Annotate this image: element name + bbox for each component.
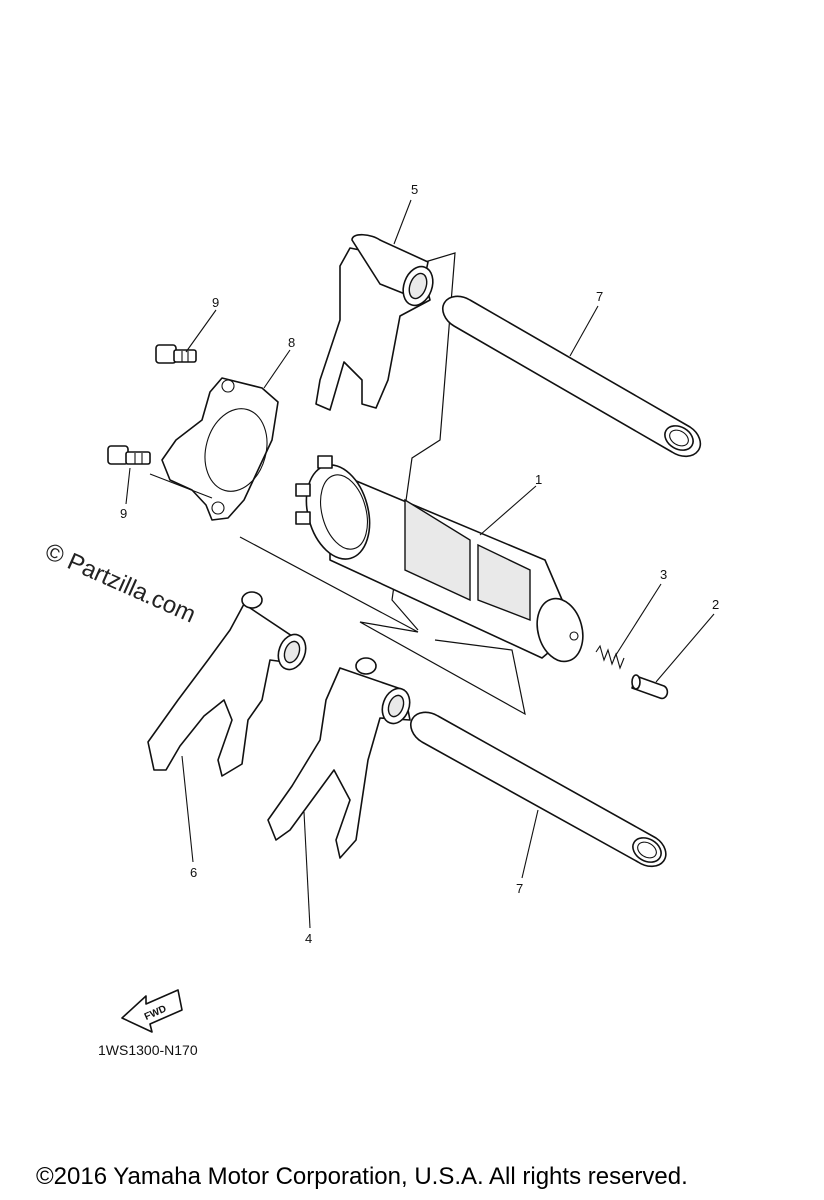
leader-9a xyxy=(185,309,217,353)
callout-8: 8 xyxy=(288,335,295,350)
diagram-reference-code: 1WS1300-N170 xyxy=(98,1042,198,1058)
assembly-outline-upper xyxy=(391,252,456,631)
spring-3[interactable] xyxy=(595,644,625,670)
callout-7a: 7 xyxy=(596,289,603,304)
callout-6: 6 xyxy=(190,865,197,880)
callout-4: 4 xyxy=(305,931,312,946)
leader-9b xyxy=(125,467,131,505)
leader-7b xyxy=(521,809,539,879)
callout-3: 3 xyxy=(660,567,667,582)
leader-7a xyxy=(569,305,599,357)
callout-2: 2 xyxy=(712,597,719,612)
callout-1: 1 xyxy=(535,472,542,487)
callout-9a: 9 xyxy=(212,295,219,310)
shift-fork-5[interactable] xyxy=(315,233,438,411)
callout-5: 5 xyxy=(411,182,418,197)
assembly-outline-lower xyxy=(239,536,526,716)
shift-fork-4[interactable] xyxy=(267,657,414,859)
shift-rod-upper[interactable] xyxy=(442,295,702,458)
shift-drum-1[interactable] xyxy=(295,455,590,667)
leader-2 xyxy=(655,613,715,683)
bolt-9-lower[interactable] xyxy=(107,445,151,465)
leader-8 xyxy=(263,349,291,389)
leader-4 xyxy=(303,811,311,929)
shift-fork-6[interactable] xyxy=(147,591,310,777)
callout-9b: 9 xyxy=(120,506,127,521)
callout-7b: 7 xyxy=(516,881,523,896)
segment-plate-8[interactable] xyxy=(161,377,279,521)
fwd-arrow-icon: FWD xyxy=(121,989,183,1033)
leader-1 xyxy=(479,485,537,536)
bolt-9-upper[interactable] xyxy=(155,344,197,364)
copyright-notice: ©2016 Yamaha Motor Corporation, U.S.A. A… xyxy=(36,1163,688,1190)
pin-2[interactable] xyxy=(631,674,669,700)
leader-6 xyxy=(181,755,194,863)
leader-3 xyxy=(613,583,662,659)
leader-5 xyxy=(393,199,412,245)
shift-rod-lower[interactable] xyxy=(410,711,667,868)
leader-9b-plate xyxy=(149,473,213,499)
